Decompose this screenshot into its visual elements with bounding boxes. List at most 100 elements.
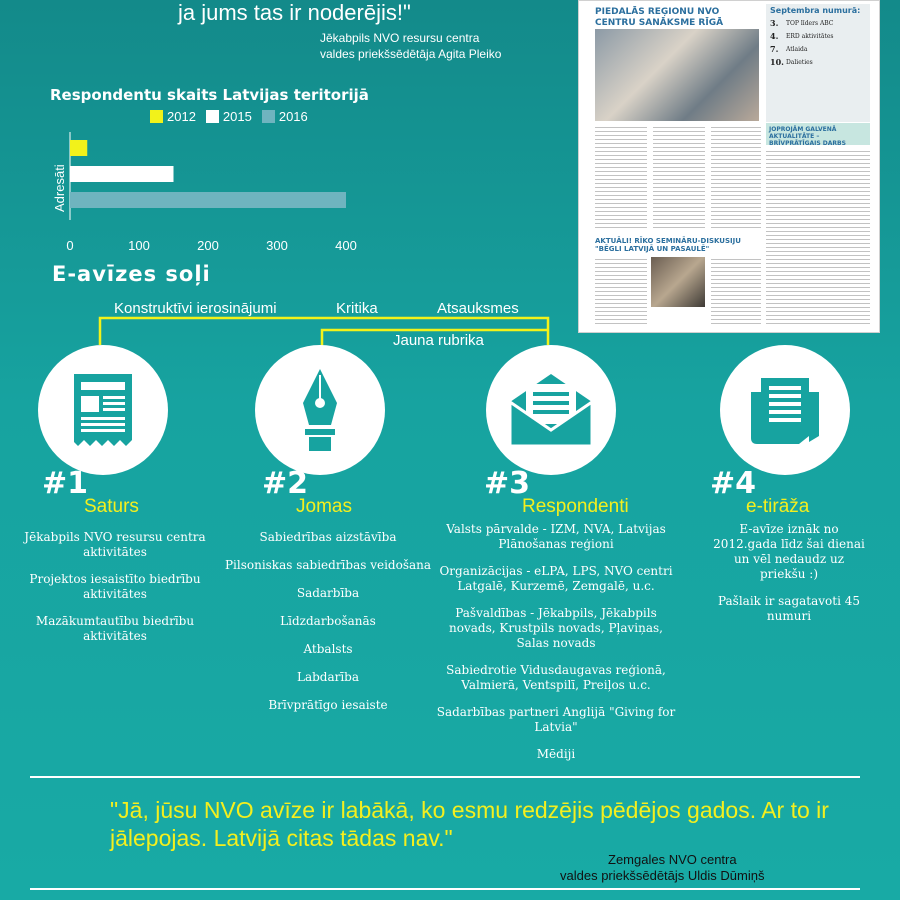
list-item: Labdarība: [296, 670, 360, 684]
newsletter-headline-2: AKTUĀLI! RĪKO SEMINĀRU-DISKUSIJU "BĒGLI …: [595, 237, 741, 253]
envelope-icon: [508, 374, 594, 448]
bar-2015: [70, 166, 174, 182]
x-tick-label: 400: [335, 238, 357, 253]
newsletter-text-column: [595, 259, 647, 327]
newsletter-sidebar-item: 3. TOP līders ABC: [766, 17, 870, 30]
step-3-list: Valsts pārvalde - IZM, NVA, Latvijas Plā…: [436, 522, 676, 774]
step-4-heading: e-tirāža: [746, 496, 810, 517]
respondent-bar-chart: Adresāti 0 100 200 300 400: [52, 132, 357, 253]
newsletter-sidebar-item: 10.Dalieties: [766, 56, 870, 69]
x-tick-label: 200: [197, 238, 219, 253]
newsletter-sidebar-title: Septembra numurā:: [770, 6, 861, 15]
bottom-author-line2: valdes priekšsēdētājs Uldis Dūmiņš: [560, 868, 765, 883]
step-4-circle: [720, 345, 850, 475]
list-item: Jēkabpils NVO resursu centra aktivitātes: [24, 530, 206, 559]
newsletter-text-column: [711, 127, 761, 231]
step-2-list: Sabiedrības aizstāvība Pilsoniskas sabie…: [218, 530, 438, 726]
category-label: Adresāti: [52, 164, 67, 212]
newsletter-highlight-box: JOPROJĀM GALVENĀ AKTUALITĀTE – BRĪVPRĀTĪ…: [766, 123, 870, 147]
bracket-outer: [98, 316, 550, 345]
list-item: Sadarbības partneri Anglijā "Giving for …: [436, 705, 676, 734]
list-item: Pilsoniskas sabiedrības veidošana: [224, 558, 432, 572]
newsletter-preview: PIEDALĀS REĢIONU NVO CENTRU SANĀKSME RĪG…: [578, 0, 880, 333]
list-item: Sabiedrības aizstāvība: [259, 530, 397, 544]
feedback-brackets: [98, 316, 550, 355]
list-item: Pašvaldības - Jēkabpils, Jēkabpils novad…: [449, 606, 663, 650]
list-item: E-avīze iznāk no 2012.gada līdz šai dien…: [713, 522, 865, 581]
bar-2012: [70, 140, 88, 156]
top-quote: ja jums tas ir noderējis!": [178, 0, 411, 25]
sidebar-item-num: 3.: [770, 18, 779, 28]
list-item: Mazākumtautību biedrību aktivitātes: [35, 614, 195, 643]
chart-legend: 2012 2015 2016: [150, 109, 308, 124]
bracket-label-feedback: Atsauksmes: [437, 300, 519, 317]
bracket-label-criticism: Kritika: [336, 300, 378, 317]
newsletter-text-column: [595, 127, 647, 231]
steps-title: E-avīzes soļi: [52, 262, 211, 286]
legend-label-2015: 2015: [222, 109, 252, 124]
newsletter-photo-2: [651, 257, 705, 307]
chart-title: Respondentu skaits Latvijas teritorijā: [50, 86, 369, 104]
list-item: Mēdiji: [536, 747, 576, 761]
newsletter-text-column: [766, 151, 870, 327]
list-item: Sabiedrotie Vidusdaugavas reģionā, Valmi…: [446, 663, 666, 692]
x-tick-label: 0: [66, 238, 73, 253]
list-item: Pašlaik ir sagatavoti 45 numuri: [717, 594, 861, 623]
bottom-author-line1: Zemgales NVO centra: [608, 852, 737, 867]
legend-item-2015: 2015: [205, 109, 252, 124]
x-tick-label: 100: [128, 238, 150, 253]
top-quote-author: Jēkabpils NVO resursu centra valdes prie…: [320, 30, 570, 62]
bottom-quote: "Jā, jūsu NVO avīze ir labākā, ko esmu r…: [110, 797, 829, 851]
legend-label-2016: 2016: [278, 109, 308, 124]
step-4-list: E-avīze iznāk no 2012.gada līdz šai dien…: [712, 522, 866, 636]
sidebar-item-text: Dalieties: [786, 59, 813, 66]
list-item: Brīvprātīgo iesaiste: [268, 698, 388, 712]
newspaper-stack-icon: [751, 378, 819, 444]
bracket-label-constructive: Konstruktīvi ierosinājumi: [114, 300, 277, 317]
x-tick-label: 300: [266, 238, 288, 253]
newsletter-text-column: [653, 127, 705, 231]
newsletter-photo: [595, 29, 759, 121]
step-1-number: #1: [42, 466, 89, 501]
step-3-heading: Respondenti: [522, 496, 629, 517]
newsletter-text-column: [711, 259, 761, 327]
sidebar-item-text: ERD aktivitātes: [786, 33, 834, 40]
list-item: Valsts pārvalde - IZM, NVA, Latvijas Plā…: [446, 522, 666, 551]
legend-swatch-2015: [205, 110, 219, 123]
sidebar-item-text: Atlaida: [786, 46, 808, 53]
legend-item-2016: 2016: [261, 109, 308, 124]
list-item: Sadarbība: [296, 586, 360, 600]
legend-item-2012: 2012: [150, 109, 196, 124]
bracket-label-new-column: Jauna rubrika: [393, 332, 484, 349]
top-author-line1: Jēkabpils NVO resursu centra: [320, 31, 480, 45]
newsletter-sidebar-item: 4. ERD aktivitātes: [766, 30, 870, 43]
step-2-heading: Jomas: [296, 496, 352, 517]
sidebar-item-num: 10.: [770, 57, 784, 67]
newspaper-icon: [74, 374, 132, 446]
list-item: Līdzdarbošanās: [280, 614, 376, 628]
step-3-number: #3: [484, 466, 531, 501]
step-1-heading: Saturs: [84, 496, 139, 517]
divider-top: [30, 776, 860, 778]
sidebar-item-num: 7.: [770, 44, 779, 54]
sidebar-item-text: TOP līders ABC: [786, 20, 834, 27]
top-author-line2: valdes priekšsēdētāja Agita Pleiko: [320, 47, 502, 61]
step-3-circle: [486, 345, 616, 475]
divider-bottom: [30, 888, 860, 890]
bottom-quote-author: Zemgales NVO centra valdes priekšsēdētāj…: [560, 852, 860, 884]
step-1-circle: [38, 345, 168, 475]
bar-2016: [70, 192, 346, 208]
step-2-number: #2: [262, 466, 309, 501]
list-item: Projektos iesaistīto biedrību aktivitāte…: [29, 572, 201, 601]
legend-swatch-2016: [261, 110, 275, 123]
newsletter-headline: PIEDALĀS REĢIONU NVO CENTRU SANĀKSME RĪG…: [595, 7, 724, 28]
newsletter-sidebar-item: 7. Atlaida: [766, 43, 870, 56]
newsletter-sidebar: Septembra numurā: 3. TOP līders ABC 4. ERD…: [766, 4, 870, 122]
fountain-pen-icon: [303, 369, 337, 451]
list-item: Atbalsts: [303, 642, 353, 656]
step-1-list: Jēkabpils NVO resursu centra aktivitātes…: [10, 530, 220, 656]
legend-label-2012: 2012: [167, 109, 196, 124]
sidebar-item-num: 4.: [770, 31, 779, 41]
step-4-number: #4: [710, 466, 757, 501]
list-item: Organizācijas - eLPA, LPS, NVO centri La…: [439, 564, 673, 593]
